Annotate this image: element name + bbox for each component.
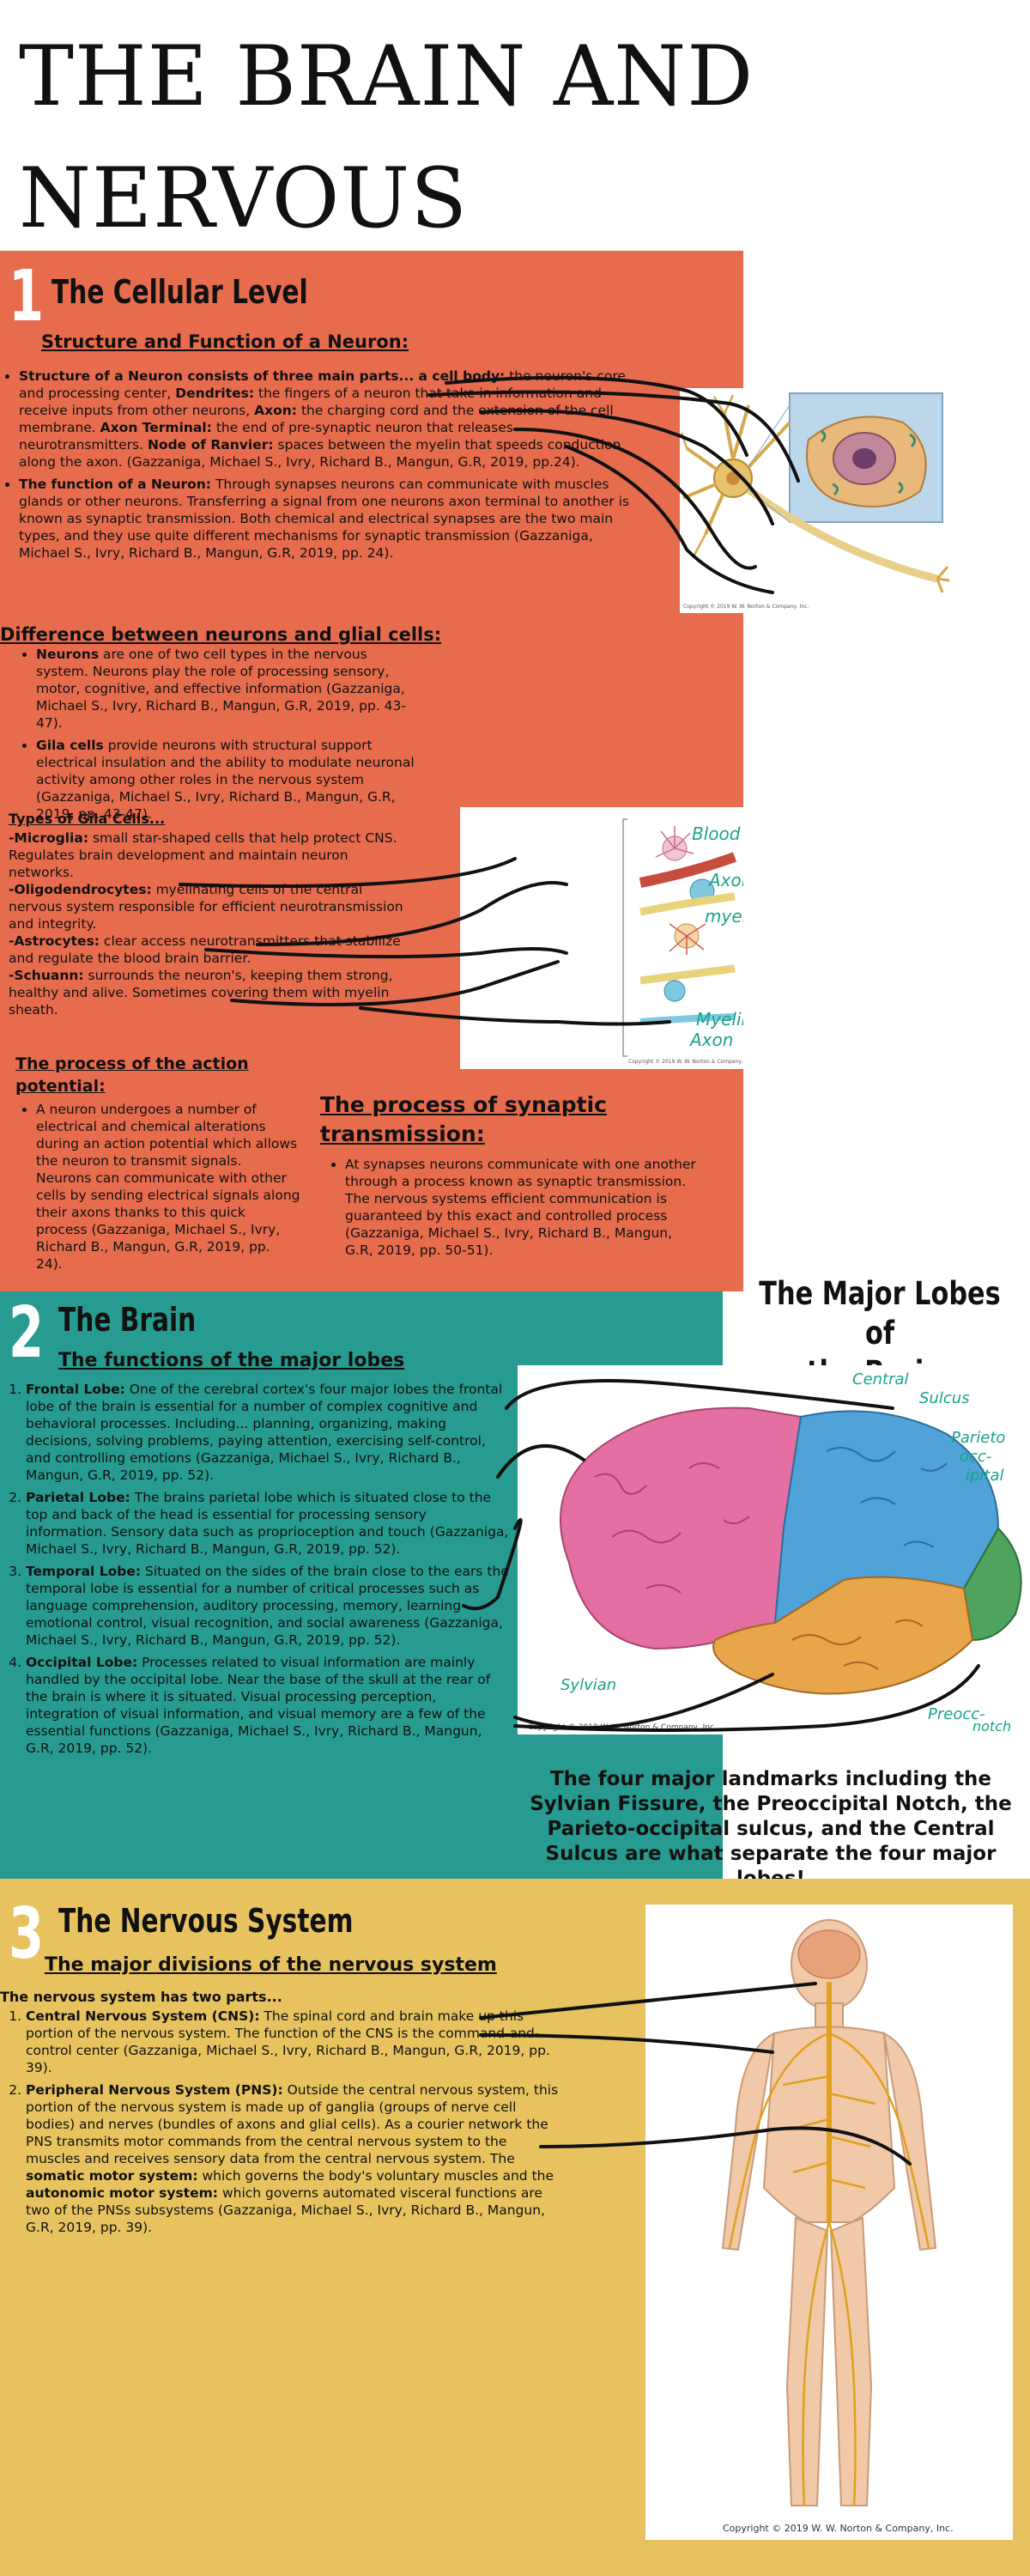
svg-text:notch: notch [972,1718,1011,1735]
synaptic-transmission-text: At synapses neurons communicate with one… [326,1156,704,1264]
section-1-number: 1 [9,256,45,337]
diff-heading: Difference between neurons and glial cel… [0,624,442,645]
svg-text:Sulcus: Sulcus [919,1389,970,1407]
lobes-list: Frontal Lobe: One of the cerebral cortex… [7,1381,509,1762]
action-potential-text: A neuron undergoes a number of electrica… [17,1101,300,1278]
neuron-structure-text: Structure of a Neuron consists of three … [0,368,639,567]
neuron-subheading: Structure and Function of a Neuron: [41,331,409,352]
svg-text:occ-: occ- [960,1448,991,1466]
body-copyright: Copyright © 2019 W. W. Norton & Company,… [723,2523,954,2534]
title-line-1: THE BRAIN AND [19,28,754,125]
landmarks-caption: The four major landmarks including the S… [530,1768,1012,1890]
svg-text:Copyright © 2019 W. W. Norton: Copyright © 2019 W. W. Norton & Company,… [628,1059,743,1065]
annotation-blood-vessel: Blood vessel [692,823,743,844]
svg-text:ipital: ipital [966,1467,1004,1485]
annotation-axon-2: Axon [688,1030,733,1050]
function-label: The function of a Neuron: [19,477,212,492]
lobes-subheading: The functions of the major lobes [58,1350,405,1371]
nervous-intro: The nervous system has two parts... [0,1989,282,2005]
neuron-image: Copyright © 2019 W. W. Norton & Company,… [680,388,953,613]
svg-text:Parieto: Parieto [951,1429,1005,1447]
section-1-heading: The Cellular Level [52,273,308,311]
annotation-myelin-2: Myelin [696,1009,743,1030]
section-3-number: 3 [9,1893,45,1975]
section-3-heading: The Nervous System [58,1902,354,1940]
synaptic-transmission-heading: The process of synaptic transmission: [320,1092,607,1146]
annotation-axon: Axon [707,870,743,890]
annotation-myelin: myelin [705,906,743,927]
brain-copyright: Copyright © 2019 W. W. Norton & Company,… [528,1723,717,1732]
nervous-divisions-list: Central Nervous System (CNS): The spinal… [7,2008,565,2241]
glia-types-text: -Microglia: small star-shaped cells that… [9,830,403,1018]
divisions-subheading: The major divisions of the nervous syste… [45,1954,497,1976]
glial-cells-image: Copyright © 2019 W. W. Norton & Company,… [460,807,800,1069]
section-2-number: 2 [9,1292,45,1374]
structure-label: Structure of a Neuron consists of three … [19,368,506,384]
svg-text:Central: Central [852,1370,909,1388]
glia-types-heading: Types of Gila Cells... [9,811,166,827]
neuron-copyright: Copyright © 2019 W. W. Norton & Company,… [683,604,809,610]
action-potential-heading: The process of the action potential: [15,1054,249,1096]
neuron-glia-list: Neurons are one of two cell types in the… [17,646,421,828]
section-2-heading: The Brain [58,1301,197,1339]
svg-text:Sylvian: Sylvian [560,1676,616,1694]
brain-lobes-image: Copyright © 2019 W. W. Norton & Company,… [518,1365,1030,1735]
nervous-system-image: Copyright © 2019 W. W. Norton & Company,… [645,1905,1013,2540]
